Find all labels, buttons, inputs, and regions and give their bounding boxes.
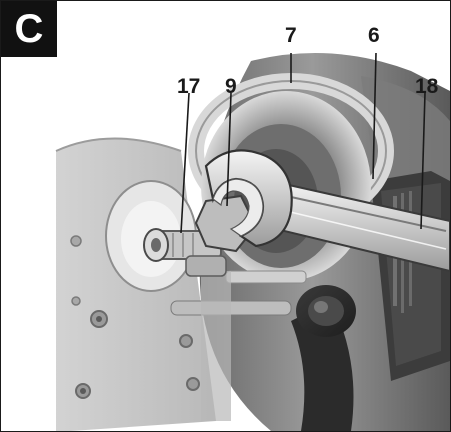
callout-9: 9 [225, 75, 237, 98]
collet-assembly [143, 194, 258, 277]
panel-letter-badge: C [1, 1, 57, 57]
callout-17: 17 [177, 75, 201, 98]
depth-adjust-knob [296, 285, 356, 337]
callout-18: 18 [415, 75, 439, 98]
callout-7: 7 [285, 24, 297, 47]
callout-6: 6 [368, 24, 380, 47]
callout-leader-lines [180, 52, 426, 234]
